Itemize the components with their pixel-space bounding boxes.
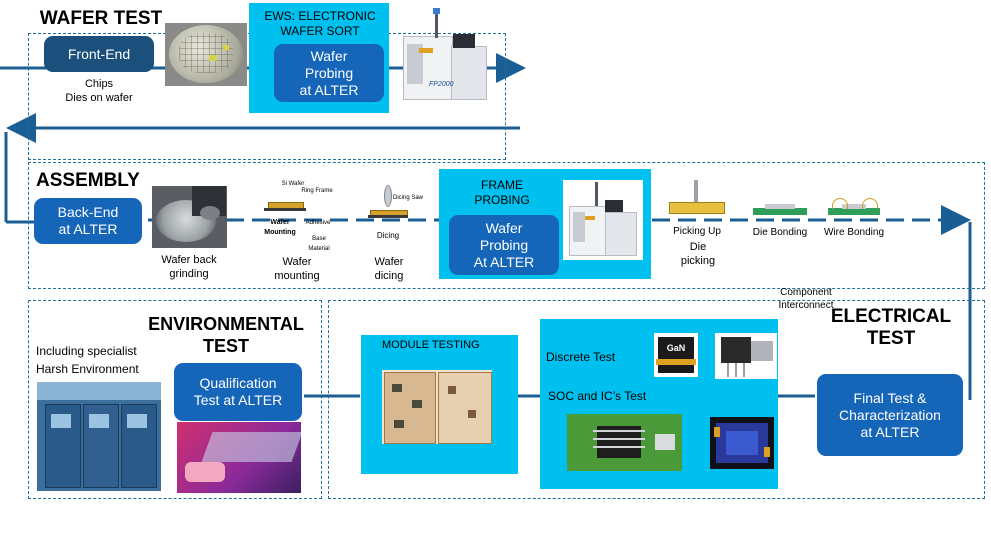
frame-prober-photo — [563, 180, 643, 260]
ic-chip-photo — [710, 417, 774, 469]
soc-test-label: SOC and IC’s Test — [548, 389, 647, 403]
gan-chip-label: GaN — [666, 343, 686, 353]
wafer-mounting-caption: Wafer mounting — [274, 256, 320, 282]
wafer-photo — [165, 23, 247, 86]
back-grinding-photo — [152, 186, 227, 248]
wafer-test-title: WAFER TEST — [39, 8, 163, 29]
wafer-probing-button[interactable]: Wafer Probing at ALTER — [274, 44, 384, 102]
die-bonding-label: Die Bonding — [752, 227, 808, 238]
front-end-button[interactable]: Front-End — [44, 36, 154, 72]
final-test-button[interactable]: Final Test & Characterization at ALTER — [817, 374, 963, 456]
back-end-button[interactable]: Back-End at ALTER — [34, 198, 142, 244]
wire-bonding-label: Wire Bonding — [823, 227, 885, 238]
environmental-title: ENVIRONMENTAL TEST — [148, 314, 304, 356]
dicing-diagram: Dicing Saw Dicing — [364, 183, 423, 245]
environmental-section — [28, 300, 322, 499]
prober-machine-photo: FP2000 — [391, 6, 493, 104]
picking-up-diagram — [667, 180, 725, 220]
module-testing-title: MODULE TESTING — [382, 339, 480, 351]
picking-up-label: Picking Up — [673, 226, 721, 237]
electrical-title: ELECTRICAL TEST — [830, 306, 952, 349]
frame-probing-title: FRAME PROBING — [474, 178, 530, 207]
transistor-photo — [715, 333, 777, 379]
wafer-mounting-diagram: Si Wafer Ring Frame Adhesive Wafer Mount… — [264, 181, 333, 252]
frame-probing-button[interactable]: Wafer Probing At ALTER — [449, 215, 559, 275]
harsh-environment-photo — [177, 422, 301, 493]
assembly-title: ASSEMBLY — [36, 170, 140, 191]
electrical-section — [328, 300, 985, 499]
soc-board-photo — [567, 414, 682, 471]
die-picking-caption: Die picking — [680, 241, 716, 267]
ews-title: EWS: ELECTRONIC WAFER SORT — [264, 9, 376, 38]
environmental-chamber-photo — [37, 382, 161, 491]
chips-caption: Chips Dies on wafer — [65, 78, 133, 104]
assembly-section — [28, 162, 985, 289]
prober-model-label: FP2000 — [429, 81, 454, 88]
environmental-note: Including specialist Harsh Environment — [36, 344, 139, 376]
module-board-photo — [382, 370, 492, 444]
wafer-dicing-caption: Wafer dicing — [374, 256, 404, 282]
discrete-test-label: Discrete Test — [546, 350, 616, 364]
qualification-test-button[interactable]: Qualification Test at ALTER — [174, 363, 302, 421]
back-grinding-caption: Wafer back grinding — [161, 254, 217, 280]
interconnect-caption: Component Interconnect — [778, 287, 834, 311]
gan-chip-photo: GaN — [654, 333, 698, 377]
die-bonding-diagram — [751, 202, 809, 222]
wire-bonding-diagram — [826, 196, 882, 222]
